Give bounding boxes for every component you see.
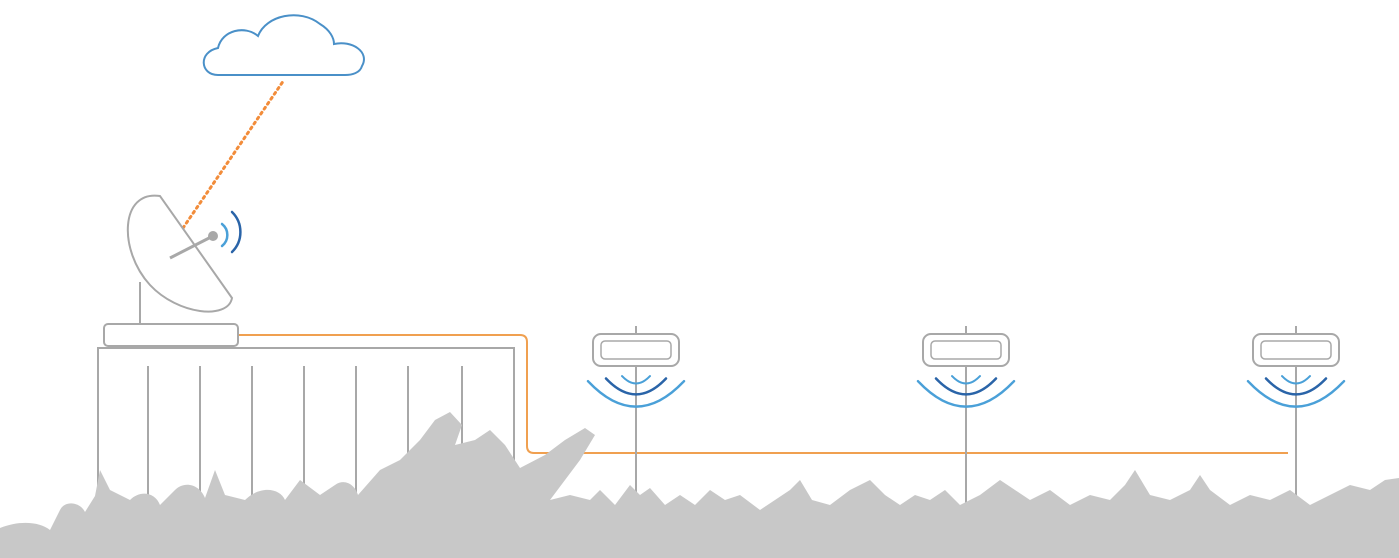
roof-equipment-box <box>104 324 238 346</box>
access-point-panel <box>601 341 671 359</box>
access-point-panel <box>1261 341 1331 359</box>
cloud-icon <box>204 15 364 75</box>
satellite-uplink-line <box>183 80 284 228</box>
access-point-panel <box>931 341 1001 359</box>
satellite-dish-icon <box>128 196 232 325</box>
dish-signal-icon <box>222 212 240 252</box>
